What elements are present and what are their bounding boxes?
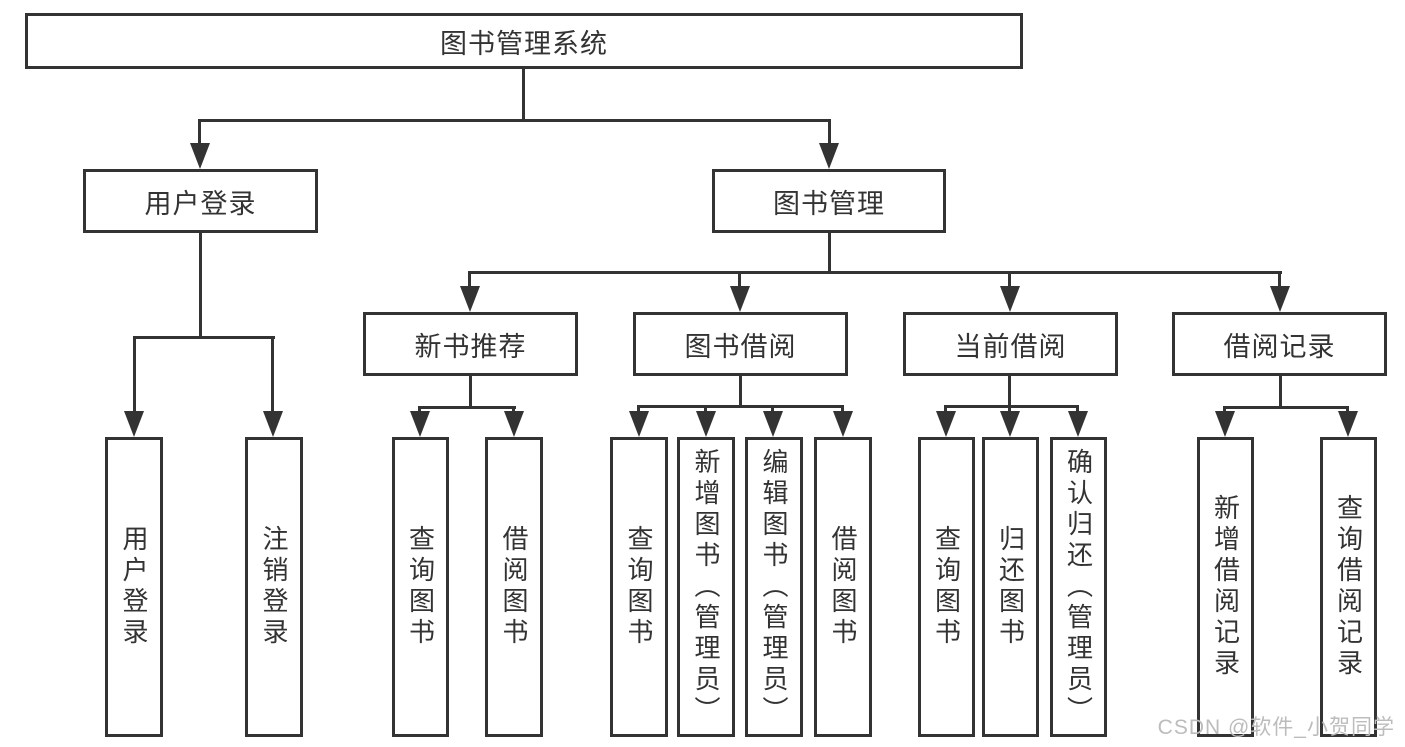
arrow-down-icon <box>1000 411 1020 437</box>
arrow-down-icon <box>1338 411 1358 437</box>
leaf-add-borrow-record: 新增借阅记录 <box>1197 437 1254 737</box>
connector-leaf-drop <box>1008 405 1011 415</box>
connector-records-horizontal <box>1224 406 1349 409</box>
arrow-down-icon <box>410 411 430 437</box>
arrow-down-icon <box>833 411 853 437</box>
node-label: 编辑图书（管理员） <box>759 447 789 727</box>
connector-branch-drop <box>738 271 741 289</box>
connector-leaf-drop <box>271 336 274 414</box>
arrow-down-icon <box>936 411 956 437</box>
arrow-down-icon <box>763 411 783 437</box>
arrow-down-icon <box>1068 411 1088 437</box>
connector-user-login-horizontal <box>133 336 275 339</box>
node-label: 新书推荐 <box>414 331 527 362</box>
connector-book-mgmt-drop <box>828 119 831 146</box>
node-library-system: 图书管理系统 <box>25 13 1023 69</box>
arrow-down-icon <box>1270 286 1290 312</box>
arrow-down-icon <box>190 143 210 169</box>
node-label: 当前借阅 <box>954 331 1067 362</box>
node-label: 注销登录 <box>259 525 289 649</box>
arrow-down-icon <box>124 411 144 437</box>
node-current-borrowing: 当前借阅 <box>903 312 1118 376</box>
node-label: 图书借阅 <box>684 331 797 362</box>
node-label: 查询图书 <box>931 525 962 649</box>
connector-branch-drop <box>1278 271 1281 289</box>
leaf-logout: 注销登录 <box>245 437 303 737</box>
connector-borrowing-stem <box>739 375 742 408</box>
leaf-query-books-current: 查询图书 <box>918 437 975 737</box>
node-label: 确认归还（管理员） <box>1063 447 1094 727</box>
node-label: 归还图书 <box>995 525 1026 649</box>
node-label: 图书管理系统 <box>440 28 608 59</box>
node-label: 查询图书 <box>624 525 654 649</box>
leaf-edit-book-admin: 编辑图书（管理员） <box>745 437 803 737</box>
node-label: 借阅图书 <box>828 525 858 649</box>
arrow-down-icon <box>460 286 480 312</box>
node-label: 图书管理 <box>773 188 885 219</box>
connector-current-stem <box>1008 375 1011 408</box>
connector-level1-horizontal <box>198 119 831 122</box>
node-label: 用户登录 <box>119 525 149 649</box>
connector-leaf-drop <box>771 405 774 415</box>
connector-recommend-stem <box>469 375 472 409</box>
node-label: 借阅图书 <box>499 525 529 649</box>
node-book-borrowing: 图书借阅 <box>633 312 848 376</box>
node-label: 查询图书 <box>405 525 436 649</box>
leaf-query-books-borrowing: 查询图书 <box>610 437 668 737</box>
arrow-down-icon <box>696 411 716 437</box>
arrow-down-icon <box>629 411 649 437</box>
connector-current-horizontal <box>945 405 1079 408</box>
node-new-book-recommend: 新书推荐 <box>363 312 578 376</box>
connector-root-stem <box>522 68 525 122</box>
node-label: 新增图书（管理员） <box>691 447 721 727</box>
connector-leaf-drop <box>841 405 844 415</box>
connector-records-stem <box>1279 375 1282 409</box>
arrow-down-icon <box>1000 286 1020 312</box>
connector-recommend-horizontal <box>418 406 516 409</box>
node-label: 查询借阅记录 <box>1333 494 1364 680</box>
leaf-query-books-recommend: 查询图书 <box>392 437 449 737</box>
leaf-confirm-return-admin: 确认归还（管理员） <box>1050 437 1107 737</box>
node-borrowing-records: 借阅记录 <box>1172 312 1387 376</box>
arrow-down-icon <box>1215 411 1235 437</box>
leaf-add-book-admin: 新增图书（管理员） <box>677 437 735 737</box>
connector-branch-drop <box>1008 271 1011 289</box>
connector-borrowing-horizontal <box>637 405 844 408</box>
arrow-down-icon <box>730 286 750 312</box>
connector-leaf-drop <box>1076 405 1079 415</box>
node-label: 新增借阅记录 <box>1210 494 1241 680</box>
node-book-management: 图书管理 <box>712 169 946 233</box>
connector-leaf-drop <box>704 405 707 415</box>
node-user-login: 用户登录 <box>83 169 318 233</box>
leaf-borrow-books-borrowing: 借阅图书 <box>814 437 872 737</box>
connector-leaf-drop <box>133 336 136 414</box>
leaf-return-books: 归还图书 <box>982 437 1039 737</box>
connector-leaf-drop <box>944 405 947 415</box>
arrow-down-icon <box>263 411 283 437</box>
arrow-down-icon <box>504 411 524 437</box>
connector-level2-horizontal <box>468 271 1282 274</box>
connector-book-mgmt-stem <box>828 232 831 274</box>
connector-branch-drop <box>468 271 471 289</box>
connector-user-login-stem <box>199 232 202 339</box>
connector-leaf-drop <box>637 405 640 415</box>
csdn-watermark: CSDN @软件_小贺同学 <box>1157 716 1395 739</box>
leaf-borrow-books-recommend: 借阅图书 <box>485 437 543 737</box>
leaf-query-borrow-record: 查询借阅记录 <box>1320 437 1377 737</box>
node-label: 用户登录 <box>144 188 257 219</box>
arrow-down-icon <box>819 143 839 169</box>
node-label: 借阅记录 <box>1223 331 1336 362</box>
leaf-user-login: 用户登录 <box>105 437 163 737</box>
connector-user-login-drop <box>198 119 201 146</box>
